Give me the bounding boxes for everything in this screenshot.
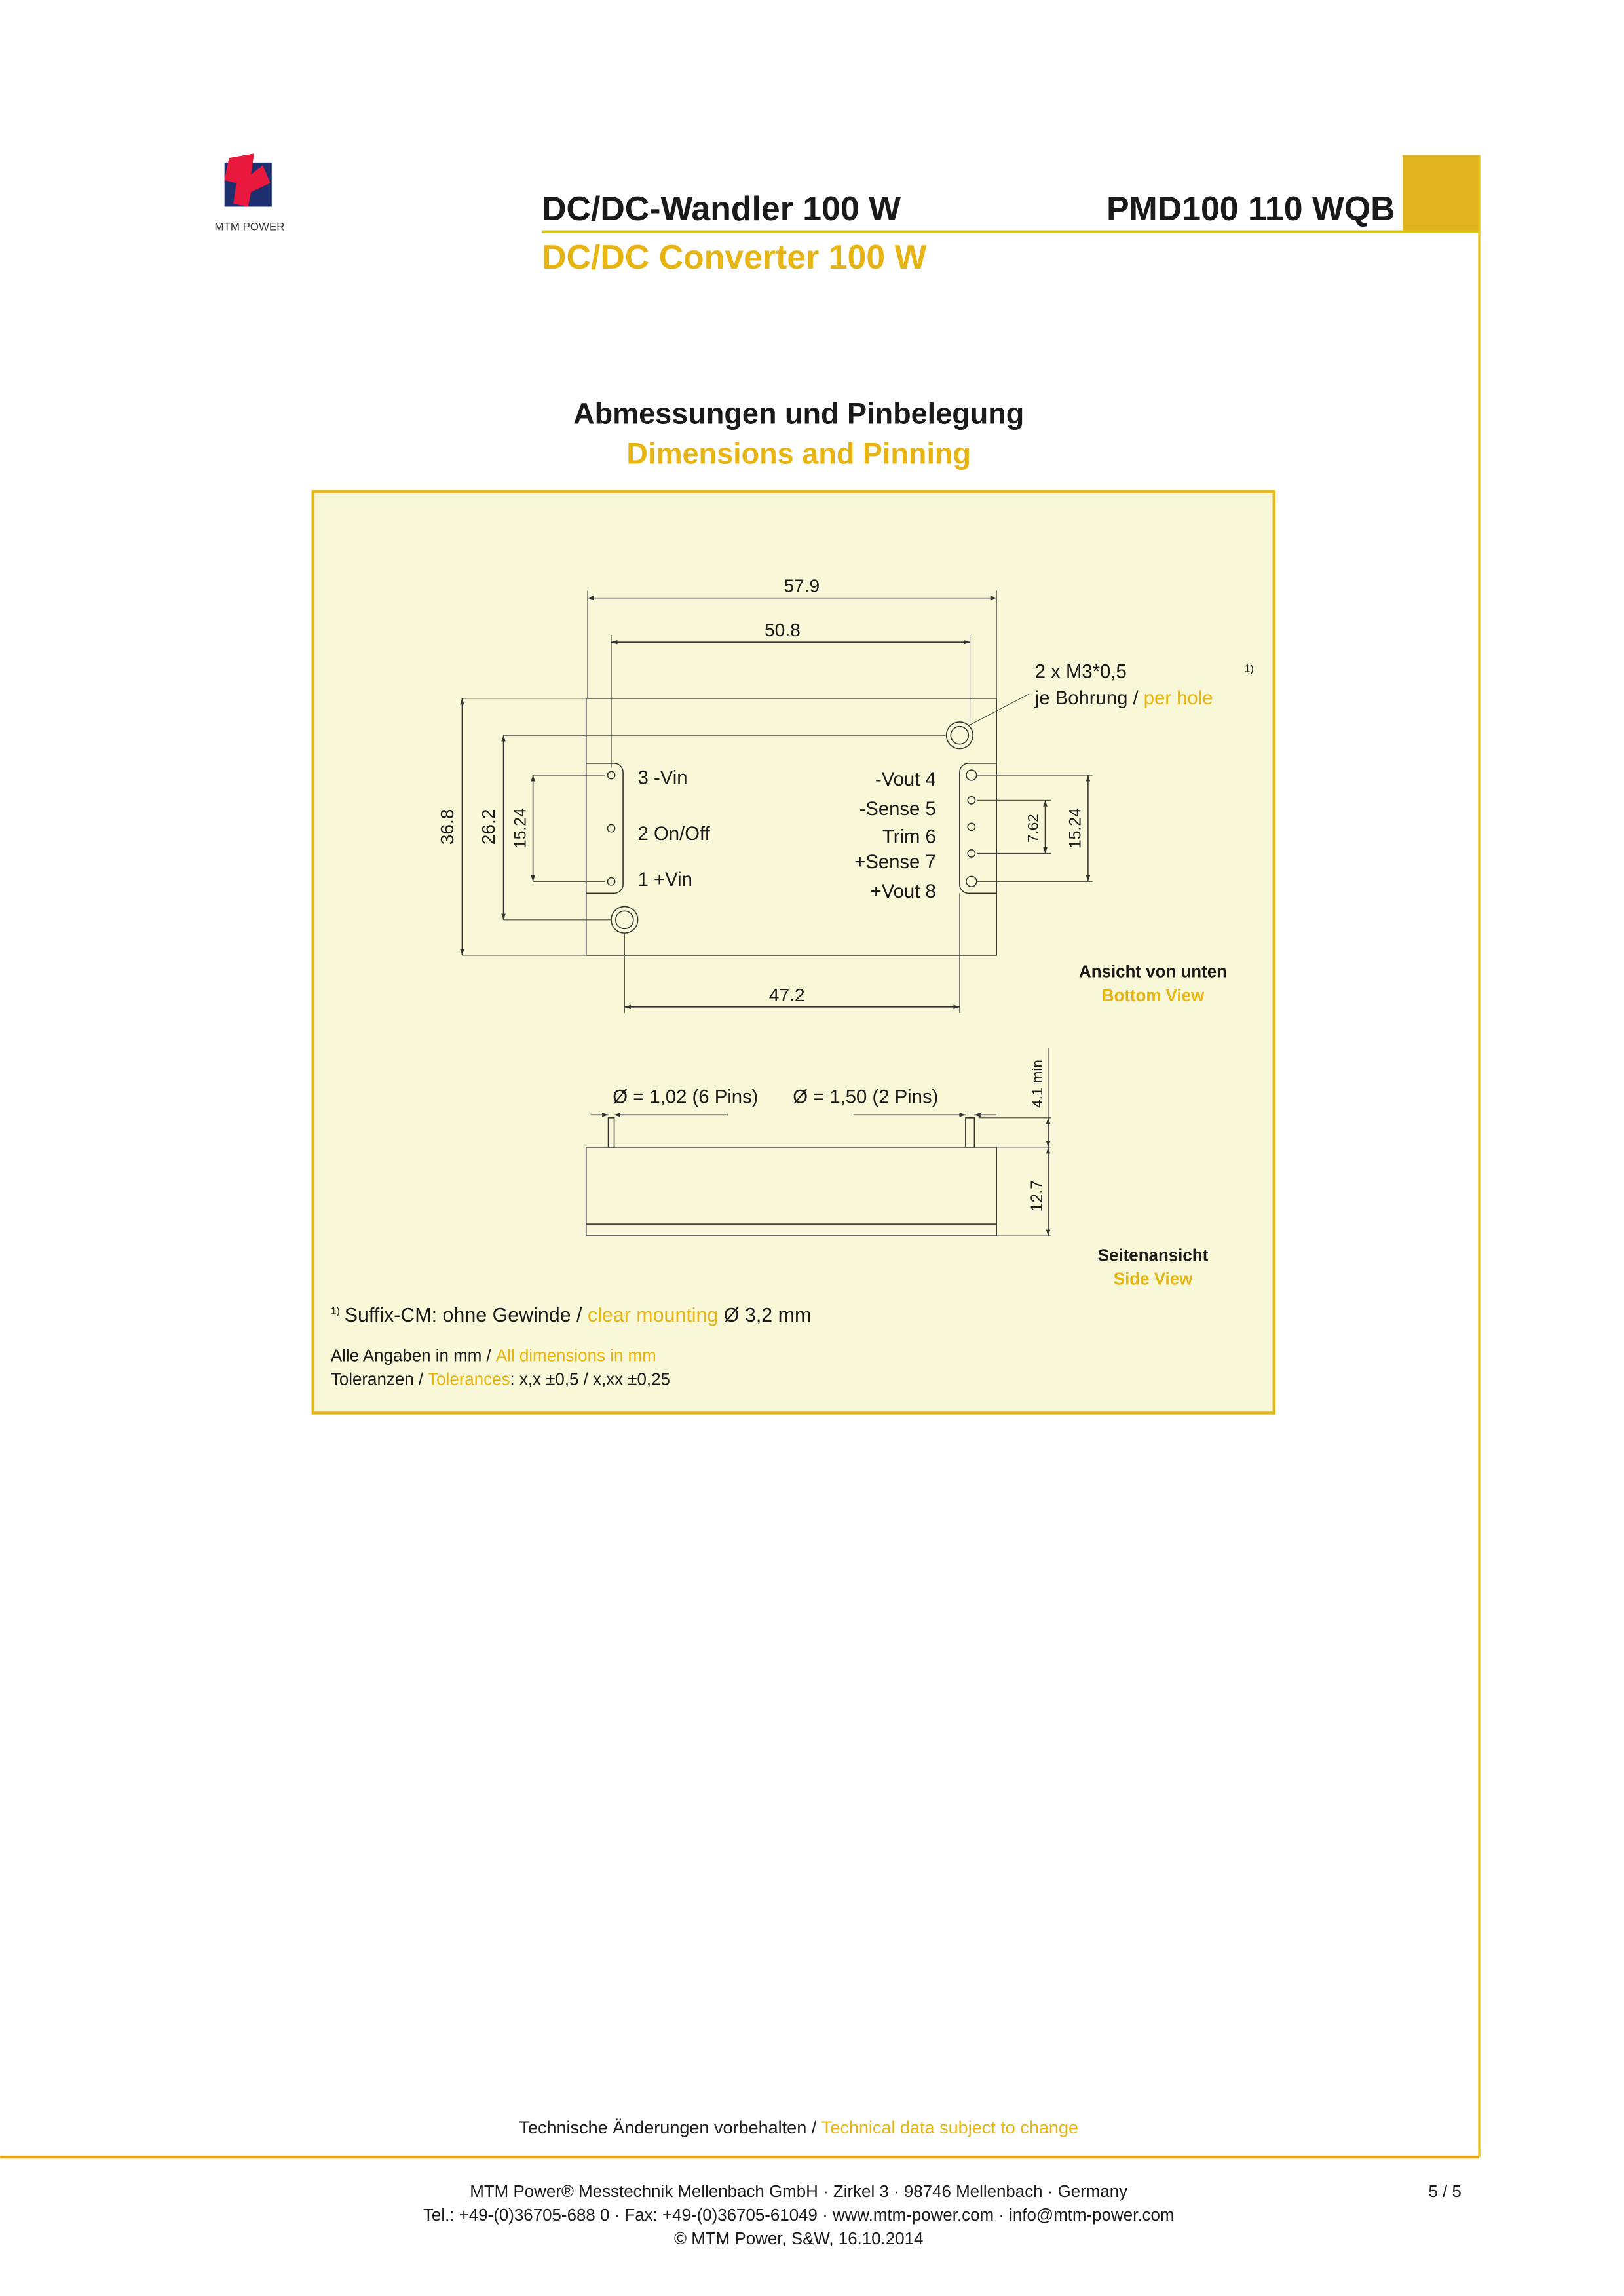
units-de: Alle Angaben in mm / <box>331 1347 496 1366</box>
per-hole-en: per hole <box>1144 687 1213 709</box>
mtm-power-logo: MTM POWER <box>214 153 284 233</box>
footnote-de: Suffix-CM: ohne Gewinde / <box>345 1304 588 1326</box>
tol-de: Toleranzen / <box>331 1371 428 1389</box>
per-hole-de: je Bohrung / <box>1034 687 1144 709</box>
thread-spec: 2 x M3*0,5 <box>1035 660 1127 682</box>
pin <box>967 849 976 858</box>
header-accent-block <box>1402 155 1480 232</box>
dim-height: 12.7 <box>1029 1180 1046 1212</box>
drawing-panel <box>311 490 1276 1415</box>
pin <box>967 795 976 805</box>
bottom-view-caption-en: Bottom View <box>1102 987 1205 1005</box>
footer-address: MTM Power® Messtechnik Mellenbach GmbH ·… <box>470 2183 1127 2201</box>
footnote-en: clear mounting <box>588 1304 718 1326</box>
title-german: DC/DC-Wandler 100 W <box>542 189 901 227</box>
bottom-view-caption-de: Ansicht von unten <box>1079 963 1227 982</box>
tol-values: : x,x ±0,5 / x,xx ±0,25 <box>510 1371 670 1389</box>
units-en: All dimensions in mm <box>496 1347 656 1366</box>
side-view-drawing: Ø = 1,02 (6 Pins) Ø = 1,50 (2 Pins) 4.1 … <box>585 1048 1051 1236</box>
product-code: PMD100 110 WQB <box>1106 189 1395 227</box>
disclaimer-de: Technische Änderungen vorbehalten / <box>519 2118 821 2137</box>
dim-7-62: 7.62 <box>1025 814 1041 843</box>
pin-label: -Vout 4 <box>875 769 936 790</box>
dim-36-8: 36.8 <box>437 809 457 845</box>
pin-diameter-large: Ø = 1,50 (2 Pins) <box>793 1086 938 1107</box>
section-title-german: Abmessungen und Pinbelegung <box>573 397 1024 430</box>
pin-diameter-small: Ø = 1,02 (6 Pins) <box>613 1086 758 1107</box>
side-view-caption-en: Side View <box>1114 1270 1193 1288</box>
pin <box>607 824 616 833</box>
dim-26-2: 26.2 <box>478 809 499 845</box>
logo-red-shape <box>224 153 271 207</box>
pin-label: 1 +Vin <box>638 869 692 890</box>
pin-large <box>965 1117 975 1148</box>
disclaimer-en: Technical data subject to change <box>821 2118 1078 2137</box>
dim-15-24-left: 15.24 <box>512 808 529 849</box>
pin-label: -Sense 5 <box>859 798 936 820</box>
dim-57-9: 57.9 <box>784 576 820 596</box>
logo-text: MTM POWER <box>214 221 284 233</box>
units-note: Alle Angaben in mm / All dimensions in m… <box>331 1347 656 1366</box>
footnote-tail: Ø 3,2 mm <box>718 1304 811 1326</box>
mounting-hole <box>945 721 973 750</box>
footnote-mark: 1) <box>331 1306 340 1317</box>
disclaimer: Technische Änderungen vorbehalten / Tech… <box>519 2118 1078 2137</box>
pin <box>966 875 977 887</box>
tolerance-note: Toleranzen / Tolerances: x,x ±0,5 / x,xx… <box>331 1371 670 1389</box>
pin-label: +Vout 8 <box>871 881 936 902</box>
pin-label: Trim 6 <box>882 826 936 848</box>
pin <box>607 877 616 886</box>
title-english: DC/DC Converter 100 W <box>542 238 926 276</box>
footnote: 1) Suffix-CM: ohne Gewinde / clear mounti… <box>331 1304 811 1326</box>
page-number: 5 / 5 <box>1429 2183 1462 2201</box>
bottom-view-drawing: 57.9 50.8 2 x M3*0,5 je Bohrung / per ho… <box>437 576 1254 1013</box>
dim-15-24-right: 15.24 <box>1067 808 1085 849</box>
dim-50-8: 50.8 <box>765 620 801 640</box>
pin <box>967 822 976 832</box>
section-title-english: Dimensions and Pinning <box>626 437 971 470</box>
pin-label: 2 On/Off <box>638 823 711 845</box>
footnote-ref: 1) <box>1245 663 1254 674</box>
footer-contact: Tel.: +49-(0)36705-688 0 · Fax: +49-(0)3… <box>423 2206 1175 2225</box>
dim-pin-length: 4.1 min <box>1029 1060 1046 1108</box>
dim-47-2: 47.2 <box>769 985 805 1005</box>
pin <box>607 771 616 780</box>
side-view-caption-de: Seitenansicht <box>1098 1246 1209 1265</box>
per-hole-label: je Bohrung / per hole <box>1034 687 1213 709</box>
pin-small <box>607 1117 615 1148</box>
tol-en: Tolerances <box>428 1371 510 1389</box>
pin <box>966 769 977 781</box>
pin-label: 3 -Vin <box>638 767 688 789</box>
pin-label: +Sense 7 <box>854 851 936 873</box>
footer-copyright: © MTM Power, S&W, 16.10.2014 <box>674 2230 924 2248</box>
